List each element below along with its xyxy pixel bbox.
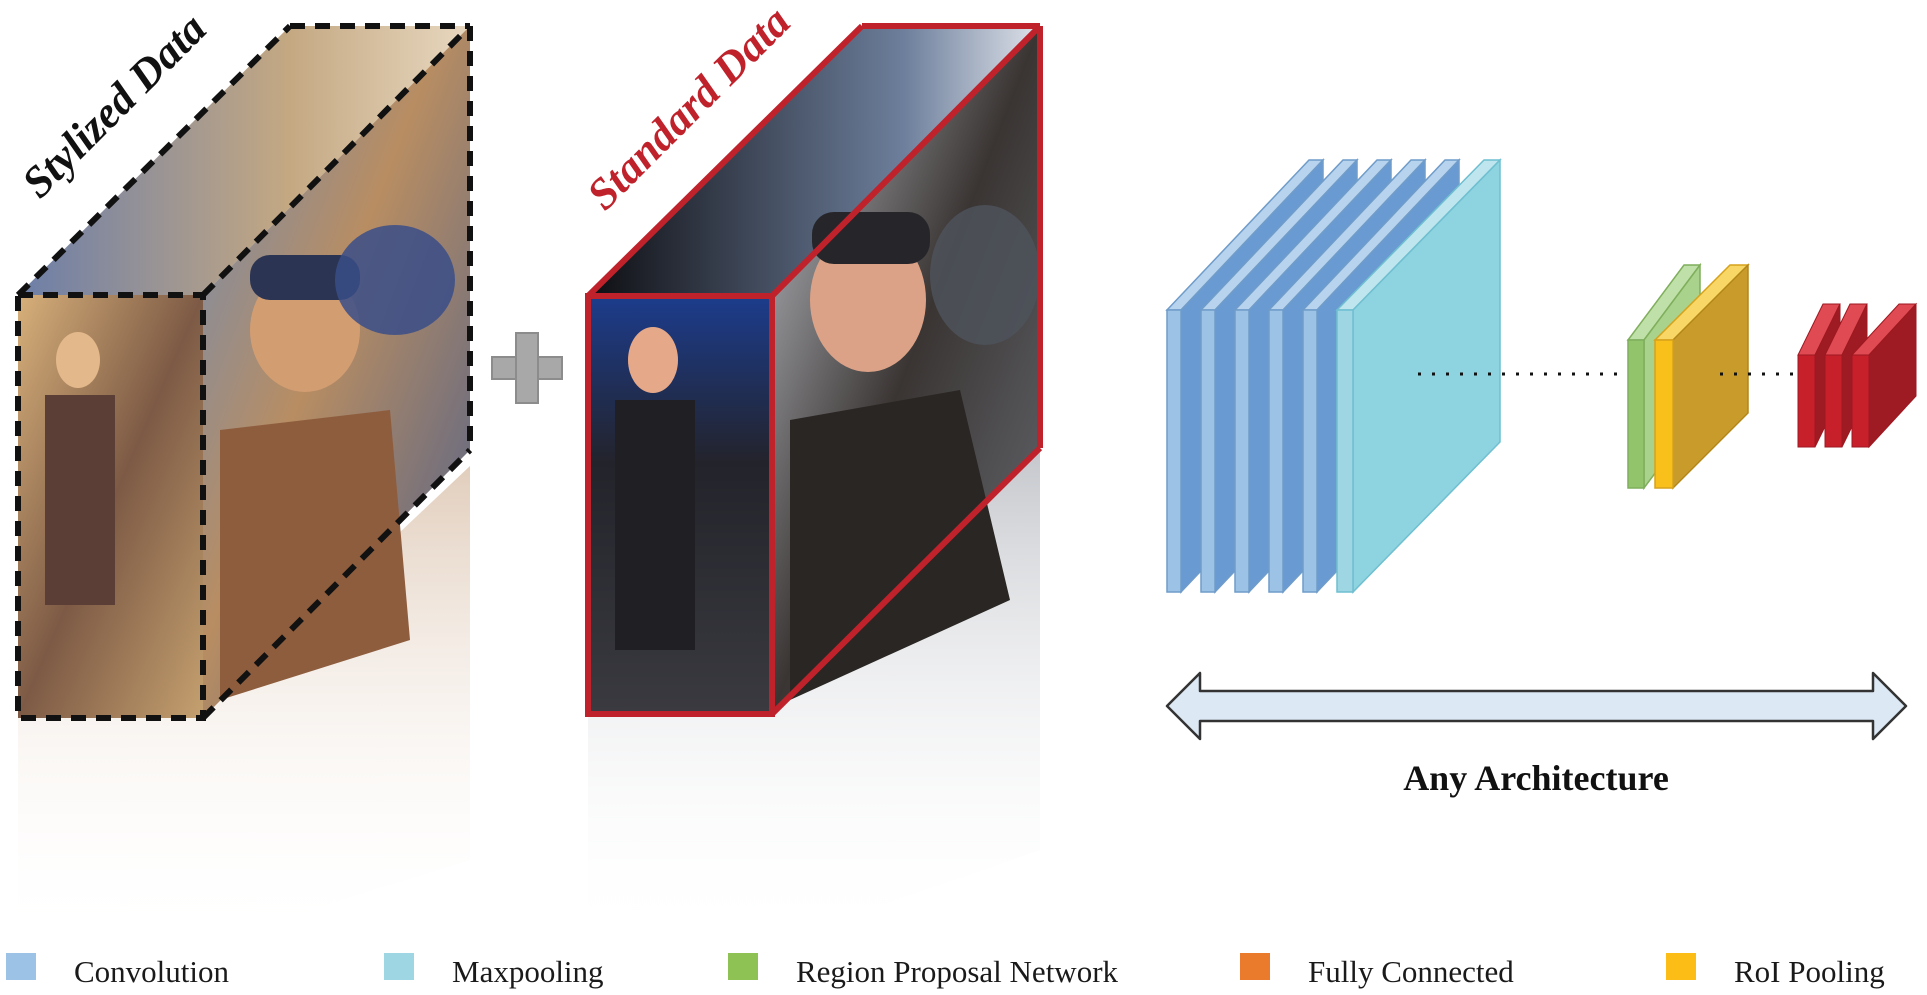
legend-swatch [1240, 953, 1270, 980]
stylized-data-cube: Stylized Data [12, 4, 473, 944]
conv-layer [1166, 309, 1182, 593]
standard-top-face [588, 26, 1040, 296]
architecture-diagram: Stylized Data Standard Data [12, 0, 1918, 944]
stylized-face-left [56, 332, 100, 388]
roi-pooling-layer [1653, 263, 1750, 490]
stylized-edge-top-left [15, 23, 293, 298]
stylized-front-frame [15, 292, 206, 721]
conv-layer [1302, 309, 1318, 593]
legend-label: Convolution [74, 954, 230, 989]
legend-label: Maxpooling [452, 954, 604, 989]
legend-label: Fully Connected [1308, 954, 1514, 989]
conv-layer [1268, 309, 1284, 593]
stylized-car [335, 225, 455, 335]
standard-edge-top-right [769, 23, 1043, 299]
legend-label: Region Proposal Network [796, 954, 1119, 989]
maxpooling-layer [1335, 158, 1502, 594]
standard-face-left [628, 327, 678, 393]
legend-swatch [6, 953, 36, 980]
legend-label: RoI Pooling [1734, 954, 1885, 989]
standard-body-left [615, 400, 695, 650]
stylized-body-left [45, 395, 115, 605]
standard-front-frame [585, 293, 775, 717]
legend-swatch [728, 953, 758, 980]
legend-swatch [1666, 953, 1696, 980]
legend: Convolution Maxpooling Region Proposal N… [0, 944, 1927, 995]
stylized-edge-top-right [200, 23, 473, 298]
standard-edge-bottom [769, 445, 1043, 717]
conv-layer [1200, 309, 1216, 593]
plus-icon [491, 332, 563, 404]
stylized-top-face [18, 26, 470, 295]
network-layers [1165, 158, 1918, 594]
architecture-label: Any Architecture [1403, 758, 1669, 798]
stylized-cap [250, 255, 360, 300]
stylized-body-right [220, 410, 410, 700]
legend-swatch [384, 953, 414, 980]
standard-data-cube: Standard Data [577, 0, 1043, 944]
standard-edge-top-left [585, 23, 865, 299]
standard-car [930, 205, 1040, 345]
double-arrow-icon [1165, 671, 1908, 741]
stylized-edge-bottom [200, 447, 473, 721]
output-layers [1797, 302, 1918, 449]
standard-body-right [790, 390, 1010, 700]
conv-layer [1234, 309, 1250, 593]
